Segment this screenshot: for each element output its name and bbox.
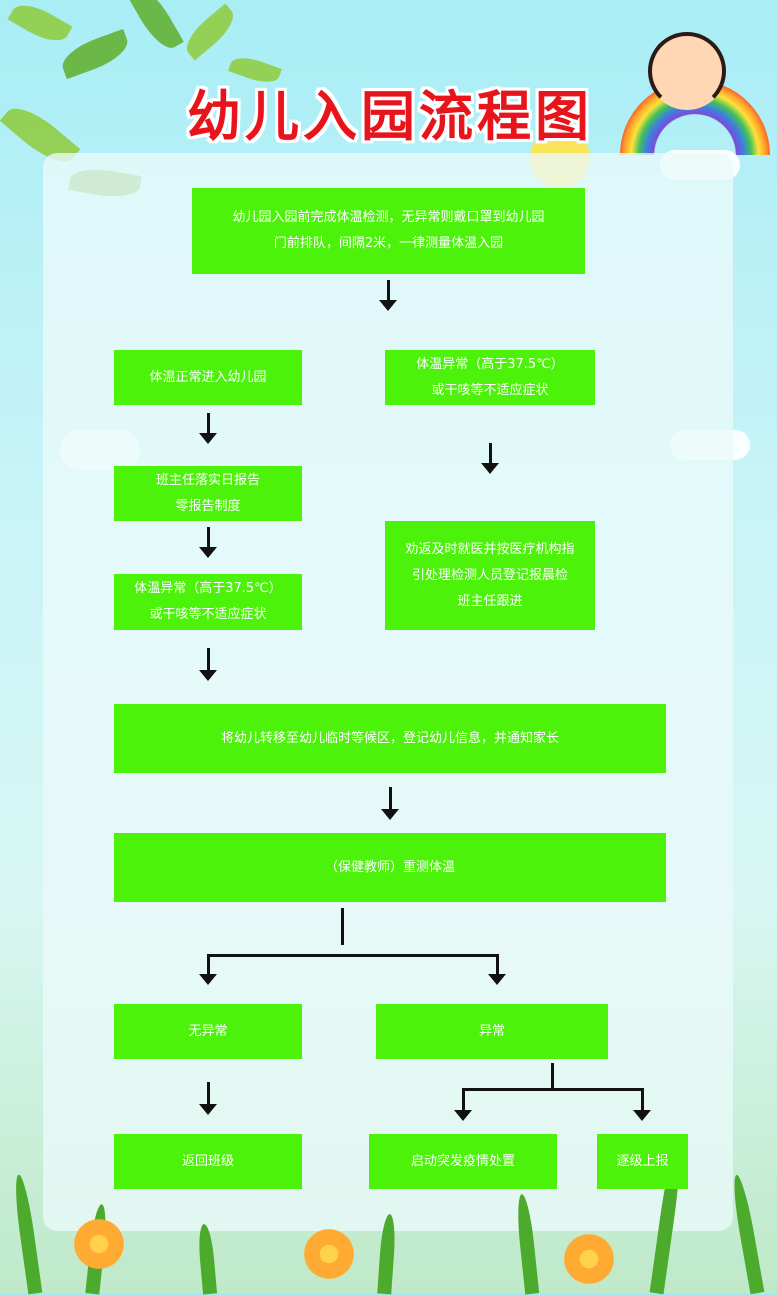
step-text: 幼儿园入园前完成体温检测，无异常则戴口罩到幼儿园 bbox=[232, 210, 545, 225]
step-teacher-report: 班主任落实日报告 零报告制度 bbox=[114, 466, 302, 521]
step-text: 无异常 bbox=[188, 1023, 228, 1039]
step-text: 启动突发疫情处置 bbox=[410, 1153, 515, 1169]
step-abnormal: 异常 bbox=[376, 1004, 608, 1059]
step-abnormal-temperature: 体温异常（高于37.5℃） 或干咳等不适应症状 bbox=[385, 350, 595, 405]
step-text: 体温异常（高于37.5℃） bbox=[134, 581, 282, 596]
step-text: 返回班级 bbox=[181, 1153, 234, 1169]
step-text: （保健教师）重测体温 bbox=[324, 859, 455, 875]
step-text: 引处理检测人员登记报晨检 bbox=[411, 567, 568, 583]
step-recheck-temperature: （保健教师）重测体温 bbox=[114, 833, 666, 902]
step-text: 班主任落实日报告 bbox=[155, 472, 260, 488]
step-advise-medical: 劝返及时就医并按医疗机构指 引处理检测人员登记报晨检 班主任跟进 bbox=[385, 521, 595, 630]
step-text: 门前排队，间隔2米，一律测量体温入园 bbox=[273, 236, 504, 251]
step-return-class: 返回班级 bbox=[114, 1134, 302, 1189]
step-text: 异常 bbox=[478, 1023, 505, 1039]
step-pre-entry-check: 幼儿园入园前完成体温检测，无异常则戴口罩到幼儿园 门前排队，间隔2米，一律测量体… bbox=[192, 188, 585, 274]
step-text: 将幼儿转移至幼儿临时等候区，登记幼儿信息，并通知家长 bbox=[220, 730, 559, 746]
flower-decoration bbox=[300, 1225, 358, 1283]
flower-decoration bbox=[70, 1215, 128, 1273]
step-text: 或干咳等不适应症状 bbox=[149, 607, 267, 622]
step-transfer-to-waiting-area: 将幼儿转移至幼儿临时等候区，登记幼儿信息，并通知家长 bbox=[114, 704, 666, 773]
step-text: 或干咳等不适应症状 bbox=[431, 382, 549, 398]
connector-line bbox=[207, 954, 498, 957]
connector-line bbox=[341, 908, 344, 945]
step-text: 班主任跟进 bbox=[457, 593, 523, 609]
step-text: 劝返及时就医并按医疗机构指 bbox=[405, 541, 575, 557]
step-text: 零报告制度 bbox=[175, 498, 241, 514]
step-report-upward: 逐级上报 bbox=[597, 1134, 688, 1189]
page-title: 幼儿入园流程图 bbox=[187, 85, 593, 148]
step-text: 体温异常（高于37.5℃） bbox=[416, 356, 564, 372]
step-text: 体温正常进入幼儿园 bbox=[149, 369, 267, 385]
step-no-abnormal: 无异常 bbox=[114, 1004, 302, 1059]
content-panel bbox=[43, 153, 733, 1231]
flower-decoration bbox=[560, 1230, 618, 1288]
step-start-emergency-response: 启动突发疫情处置 bbox=[369, 1134, 557, 1189]
step-text: 逐级上报 bbox=[616, 1153, 669, 1169]
connector-line bbox=[551, 1063, 554, 1089]
step-normal-enter: 体温正常进入幼儿园 bbox=[114, 350, 302, 405]
step-abnormal-temperature-2: 体温异常（高于37.5℃） 或干咳等不适应症状 bbox=[114, 574, 302, 630]
girl-illustration bbox=[648, 32, 726, 110]
connector-line bbox=[462, 1088, 643, 1091]
